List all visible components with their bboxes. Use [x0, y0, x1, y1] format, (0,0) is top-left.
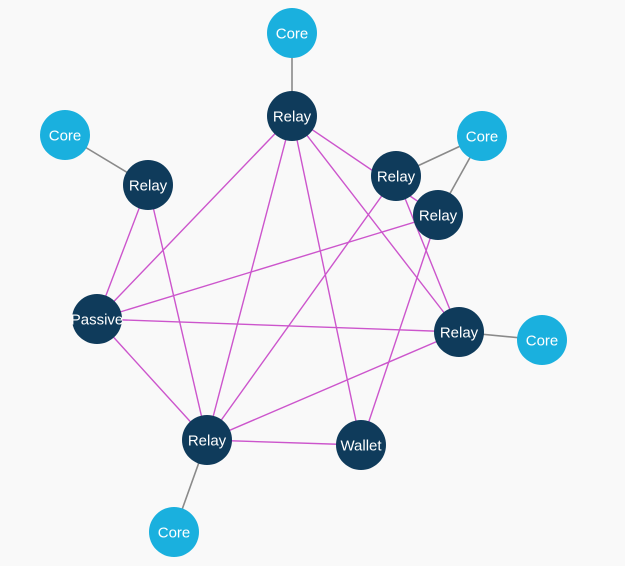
node-circle-core-upper-right	[457, 111, 507, 161]
node-label-core-right: Core	[526, 333, 559, 350]
node-relay-right: Relay	[434, 307, 484, 357]
relay-link-relay-top-passive	[96, 115, 293, 320]
node-label-relay-top: Relay	[273, 109, 312, 126]
node-circle-wallet	[336, 420, 386, 470]
node-label-relay-upper-left: Relay	[129, 178, 168, 195]
node-circle-relay-top	[267, 91, 317, 141]
node-circle-relay-upper-right-b	[413, 190, 463, 240]
node-core-bottom: Core	[149, 507, 199, 557]
node-label-passive: Passive	[71, 312, 124, 329]
node-relay-bottom-left: Relay	[182, 415, 232, 465]
node-core-upper-right: Core	[457, 111, 507, 161]
node-label-core-bottom: Core	[158, 525, 191, 542]
relay-link-relay-top-relay-upper-right-b	[291, 115, 439, 216]
node-label-relay-upper-right-a: Relay	[377, 169, 416, 186]
node-circle-core-top	[267, 8, 317, 58]
node-label-core-upper-right: Core	[466, 129, 499, 146]
node-circle-passive	[72, 294, 122, 344]
relay-link-passive-relay-right	[96, 318, 460, 333]
relay-link-relay-upper-right-b-passive	[96, 214, 439, 320]
node-circle-relay-upper-left	[123, 160, 173, 210]
node-wallet: Wallet	[336, 420, 386, 470]
node-relay-upper-right-b: Relay	[413, 190, 463, 240]
node-relay-top: Relay	[267, 91, 317, 141]
node-core-right: Core	[517, 315, 567, 365]
relay-link-relay-top-relay-bottom-left	[206, 115, 293, 441]
node-label-core-left: Core	[49, 128, 82, 145]
relay-link-relay-upper-right-a-relay-bottom-left	[206, 175, 397, 441]
node-circle-core-left	[40, 110, 90, 160]
node-core-top: Core	[267, 8, 317, 58]
relay-link-relay-bottom-left-relay-right	[206, 331, 460, 441]
node-circle-relay-bottom-left	[182, 415, 232, 465]
node-core-left: Core	[40, 110, 90, 160]
node-circle-core-bottom	[149, 507, 199, 557]
relay-link-passive-relay-bottom-left	[96, 318, 208, 441]
node-relay-upper-right-a: Relay	[371, 151, 421, 201]
node-relay-upper-left: Relay	[123, 160, 173, 210]
node-label-wallet: Wallet	[340, 438, 382, 455]
relay-link-relay-bottom-left-wallet	[206, 439, 362, 446]
relay-link-relay-top-relay-right	[291, 115, 460, 333]
node-circle-core-right	[517, 315, 567, 365]
node-label-relay-upper-right-b: Relay	[419, 208, 458, 225]
node-label-relay-right: Relay	[440, 325, 479, 342]
relay-link-relay-upper-right-a-relay-right	[395, 175, 460, 333]
node-label-relay-bottom-left: Relay	[188, 433, 227, 450]
node-circle-relay-right	[434, 307, 484, 357]
node-label-core-top: Core	[276, 26, 309, 43]
relay-link-relay-upper-left-relay-bottom-left	[147, 184, 208, 441]
node-passive: Passive	[71, 294, 124, 344]
node-circle-relay-upper-right-a	[371, 151, 421, 201]
relay-link-relay-top-wallet	[291, 115, 362, 446]
